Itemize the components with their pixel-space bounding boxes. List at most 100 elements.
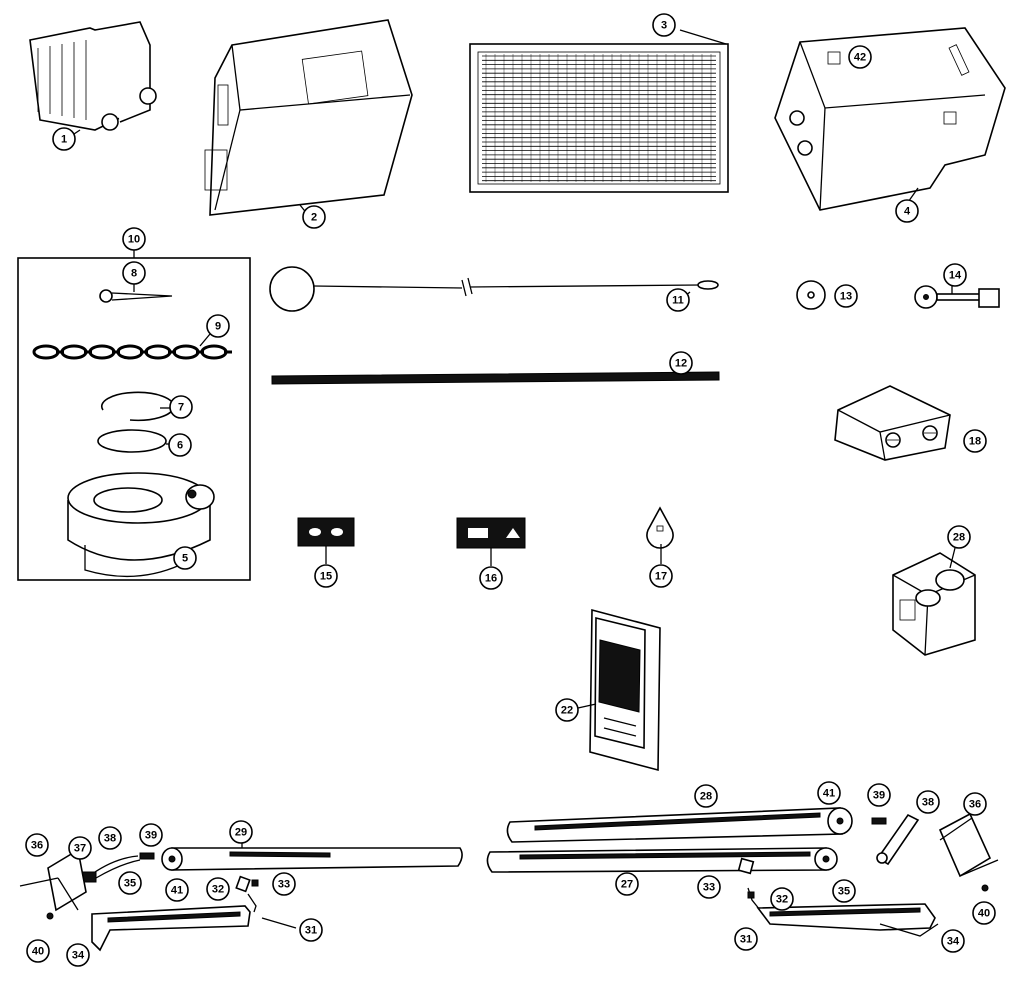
callout-number: 40 [978, 908, 990, 920]
part-9-chain [32, 344, 232, 360]
callout-number: 6 [177, 440, 183, 452]
callout-number: 7 [178, 402, 184, 414]
callout-number: 37 [74, 843, 86, 855]
callout-number: 38 [922, 797, 934, 809]
burner-assembly-right [486, 807, 999, 937]
callout-number: 36 [969, 799, 981, 811]
callout-c15: 15 [314, 564, 338, 588]
callout-number: 31 [305, 925, 317, 937]
callout-number: 4 [904, 206, 911, 218]
callout-number: 39 [145, 830, 157, 842]
callout-R35: 35 [832, 879, 856, 903]
callout-L35: 35 [118, 871, 142, 895]
callout-c13: 13 [834, 284, 858, 308]
callout-L34: 34 [66, 943, 90, 967]
callout-c42: 42 [848, 45, 872, 69]
callout-number: 9 [215, 321, 221, 333]
part-22-thermostat [577, 608, 661, 772]
part-13-washer [796, 280, 826, 310]
callout-c16: 16 [479, 566, 503, 590]
callout-number: 33 [278, 879, 290, 891]
callout-number: 1 [61, 134, 67, 146]
callout-c8: 8 [122, 261, 146, 285]
callout-number: 10 [128, 234, 140, 246]
callout-L31: 31 [299, 918, 323, 942]
callout-c7: 7 [169, 395, 193, 419]
part-4-box [774, 27, 1006, 211]
callout-R36: 36 [963, 792, 987, 816]
callout-number: 34 [947, 936, 960, 948]
part-16-plate [456, 517, 526, 566]
callout-number: 39 [873, 790, 885, 802]
callout-number: 27 [621, 879, 633, 891]
callout-R34: 34 [941, 929, 965, 953]
callout-number: 12 [675, 358, 687, 370]
callout-number: 33 [703, 882, 715, 894]
callout-L37: 37 [68, 836, 92, 860]
callout-L40: 40 [26, 939, 50, 963]
callout-number: 35 [838, 886, 850, 898]
callout-R40: 40 [972, 901, 996, 925]
part-11-rod [269, 266, 719, 312]
callout-R31: 31 [734, 927, 758, 951]
callout-R33: 33 [697, 875, 721, 899]
callout-number: 11 [672, 295, 684, 307]
callout-L38: 38 [98, 826, 122, 850]
callout-number: 40 [32, 946, 44, 958]
callout-c3: 3 [652, 13, 676, 37]
callout-R39: 39 [867, 783, 891, 807]
callout-number: 3 [661, 20, 667, 32]
callout-L33: 33 [272, 872, 296, 896]
callout-R27: 27 [615, 872, 639, 896]
callout-R32: 32 [770, 887, 794, 911]
callout-c9: 9 [206, 314, 230, 338]
callout-number: 41 [823, 788, 835, 800]
kit-box-10 [17, 247, 251, 581]
part-3-grille [469, 29, 729, 193]
part-5-collar [67, 472, 215, 578]
callout-c4: 4 [895, 199, 919, 223]
callout-R38: 38 [916, 790, 940, 814]
callout-number: 42 [854, 52, 866, 64]
part-1-heat-exchanger [29, 21, 157, 139]
callout-number: 17 [655, 571, 667, 583]
part-12-bar [271, 365, 720, 385]
part-18-junction-box [834, 385, 951, 461]
part-15-plate [297, 517, 355, 564]
part-17-drop [646, 506, 674, 564]
callout-L41: 41 [165, 878, 189, 902]
callout-c17: 17 [649, 564, 673, 588]
callout-number: 36 [31, 840, 43, 852]
callout-number: 38 [104, 833, 116, 845]
callout-c2: 2 [302, 205, 326, 229]
callout-c14: 14 [943, 263, 967, 287]
callout-c1: 1 [52, 127, 76, 151]
callout-c18: 18 [963, 429, 987, 453]
callout-number: 35 [124, 878, 136, 890]
part-2-cabinet [204, 19, 413, 216]
callout-R41: 41 [817, 781, 841, 805]
callout-number: 28 [953, 532, 965, 544]
callout-number: 2 [311, 212, 317, 224]
callout-number: 34 [72, 950, 85, 962]
burner-assembly-left [19, 838, 463, 952]
callout-number: 41 [171, 885, 183, 897]
callout-number: 22 [561, 705, 573, 717]
callout-c12: 12 [669, 351, 693, 375]
callout-number: 15 [320, 571, 332, 583]
callout-c6: 6 [168, 433, 192, 457]
callout-number: 28 [700, 791, 712, 803]
callout-number: 5 [182, 553, 188, 565]
callout-number: 14 [949, 270, 962, 282]
part-14-key [914, 280, 1000, 309]
callout-c10: 10 [122, 227, 146, 251]
callout-number: 16 [485, 573, 497, 585]
callout-L29: 29 [229, 820, 253, 844]
callout-number: 32 [776, 894, 788, 906]
callout-number: 29 [235, 827, 247, 839]
callout-number: 18 [969, 436, 981, 448]
callout-c5: 5 [173, 546, 197, 570]
callout-L32: 32 [206, 877, 230, 901]
